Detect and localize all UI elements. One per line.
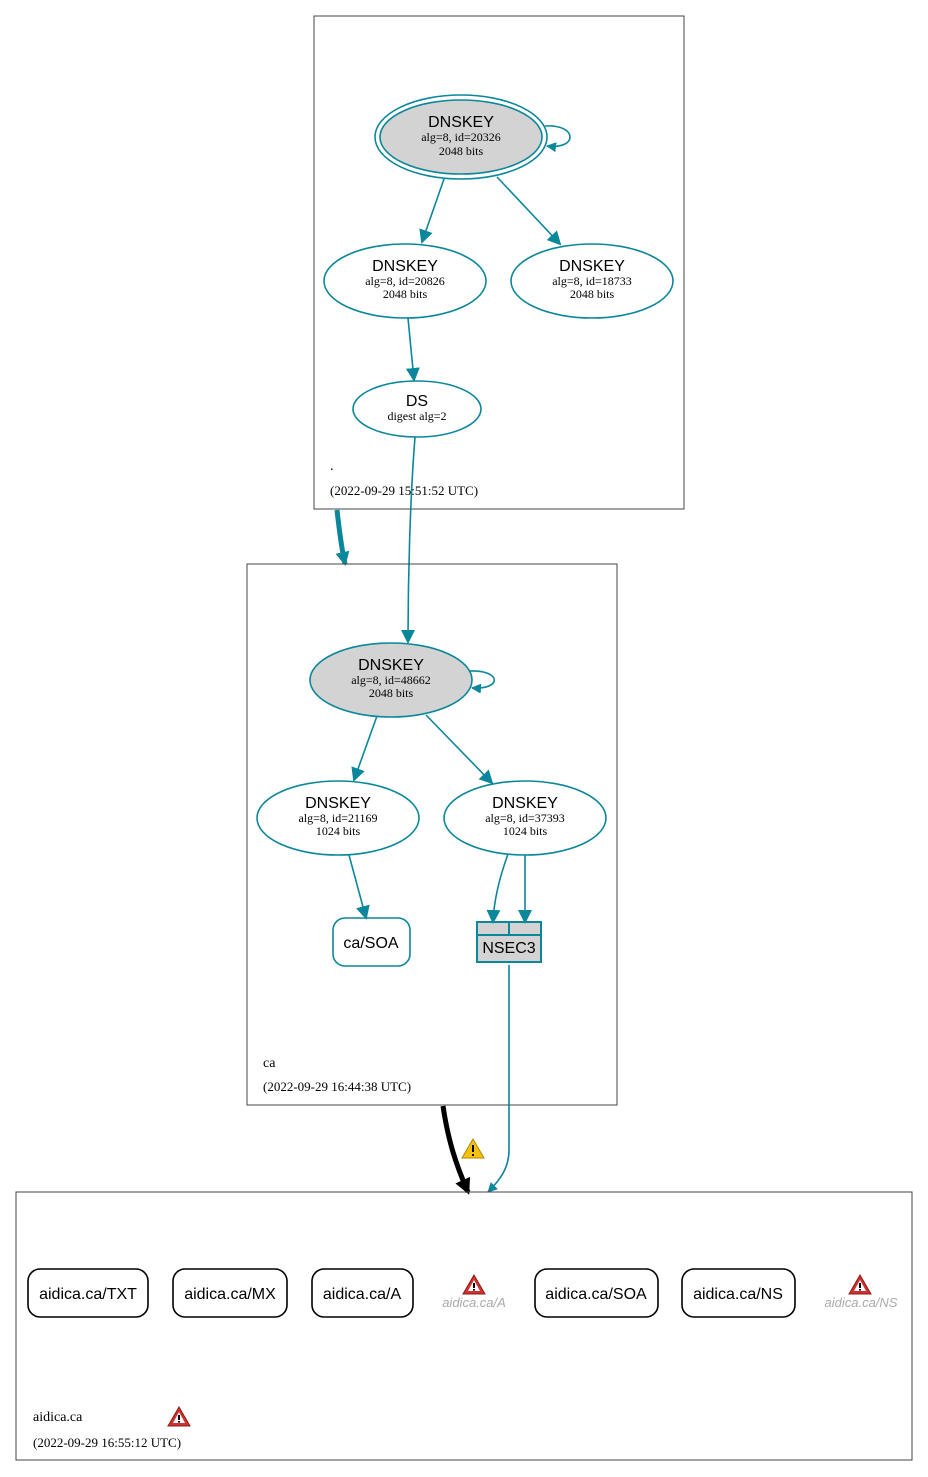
root-zsk1-bits: 2048 bits <box>383 287 428 301</box>
root-ksk-title: DNSKEY <box>428 114 494 131</box>
warning-triangle-red-icon <box>462 1274 486 1295</box>
edge-ca-ksk-to-zsk1 <box>351 715 378 782</box>
ca-soa-label: ca/SOA <box>343 935 398 952</box>
root-ds-digest: digest alg=2 <box>387 409 446 423</box>
edge-ca-zsk2-to-nsec3-a <box>486 853 509 924</box>
aidica-txt-label: aidica.ca/TXT <box>39 1286 137 1303</box>
edge-ds-to-ca-ksk <box>401 436 416 644</box>
zone-aidica-error-icon[interactable] <box>167 1406 191 1427</box>
ca-zsk1-title: DNSKEY <box>305 795 371 812</box>
ca-ksk-title: DNSKEY <box>358 657 424 674</box>
ca-zsk2-alg: alg=8, id=37393 <box>485 811 565 825</box>
root-ds-node[interactable]: DS digest alg=2 <box>352 380 482 438</box>
edge-nsec3-to-aidica <box>487 964 510 1193</box>
ca-ksk-node[interactable]: DNSKEY alg=8, id=48662 2048 bits <box>309 642 473 718</box>
zone-aidica-timestamp: (2022-09-29 16:55:12 UTC) <box>33 1435 181 1450</box>
root-zsk1-node[interactable]: DNSKEY alg=8, id=20826 2048 bits <box>323 243 487 319</box>
root-zsk2-node[interactable]: DNSKEY alg=8, id=18733 2048 bits <box>510 243 674 319</box>
ca-nsec3-node[interactable]: NSEC3 <box>476 921 542 963</box>
aidica-a-record[interactable]: aidica.ca/A <box>311 1268 414 1318</box>
edge-root-zsk1-to-ds <box>405 317 420 382</box>
aidica-soa-label: aidica.ca/SOA <box>545 1286 647 1303</box>
zone-ca-box <box>246 563 618 1106</box>
root-zsk1-title: DNSKEY <box>372 258 438 275</box>
zone-root-name: . <box>330 459 334 474</box>
aidica-ns-ghost-record[interactable]: aidica.ca/NS <box>825 1274 898 1310</box>
aidica-ns-ghost-label: aidica.ca/NS <box>825 1295 898 1310</box>
zone-ca-timestamp: (2022-09-29 16:44:38 UTC) <box>263 1079 411 1094</box>
aidica-mx-label: aidica.ca/MX <box>184 1286 276 1303</box>
zone-aidica-box <box>15 1191 913 1461</box>
zone-root-box <box>313 15 685 510</box>
root-ksk-alg: alg=8, id=20326 <box>421 130 501 144</box>
aidica-mx-record[interactable]: aidica.ca/MX <box>172 1268 288 1318</box>
ca-ksk-alg: alg=8, id=48662 <box>351 673 431 687</box>
ca-nsec3-label: NSEC3 <box>482 940 535 957</box>
aidica-a-ghost-label: aidica.ca/A <box>442 1295 506 1310</box>
ca-zsk1-alg: alg=8, id=21169 <box>298 811 377 825</box>
edge-delegation-ca-to-aidica <box>440 1105 471 1195</box>
edge-root-ksk-to-zsk2 <box>496 176 562 246</box>
edge-root-ksk-to-zsk1 <box>419 178 445 244</box>
ca-zsk1-bits: 1024 bits <box>316 824 361 838</box>
root-zsk2-title: DNSKEY <box>559 258 625 275</box>
root-zsk1-alg: alg=8, id=20826 <box>365 274 445 288</box>
aidica-a-label: aidica.ca/A <box>323 1286 402 1303</box>
edge-ca-zsk1-to-soa <box>348 854 370 920</box>
ca-ksk-bits: 2048 bits <box>369 686 414 700</box>
edge-ca-ksk-to-zsk2 <box>425 714 494 785</box>
root-zsk2-alg: alg=8, id=18733 <box>552 274 632 288</box>
root-ds-title: DS <box>406 393 428 410</box>
ca-zsk2-bits: 1024 bits <box>503 824 548 838</box>
edge-delegation-root-to-ca <box>334 509 350 566</box>
root-ksk-node[interactable]: DNSKEY alg=8, id=20326 2048 bits <box>374 94 548 180</box>
aidica-soa-record[interactable]: aidica.ca/SOA <box>534 1268 659 1318</box>
aidica-ns-label: aidica.ca/NS <box>693 1286 783 1303</box>
zone-root-timestamp: (2022-09-29 15:51:52 UTC) <box>330 483 478 498</box>
aidica-ns-record[interactable]: aidica.ca/NS <box>681 1268 796 1318</box>
warning-triangle-red-icon <box>848 1274 872 1295</box>
warning-triangle-yellow-icon[interactable] <box>461 1138 485 1159</box>
ca-zsk2-title: DNSKEY <box>492 795 558 812</box>
ca-ksk-self-edge <box>469 670 496 694</box>
zone-ca-name: ca <box>263 1056 276 1071</box>
ca-soa-node[interactable]: ca/SOA <box>332 917 411 967</box>
root-ksk-self-edge <box>544 125 571 153</box>
root-zsk2-bits: 2048 bits <box>570 287 615 301</box>
zone-aidica-name: aidica.ca <box>33 1410 83 1425</box>
aidica-a-ghost-record[interactable]: aidica.ca/A <box>442 1274 506 1310</box>
ca-zsk1-node[interactable]: DNSKEY alg=8, id=21169 1024 bits <box>256 780 420 856</box>
aidica-txt-record[interactable]: aidica.ca/TXT <box>27 1268 149 1318</box>
root-ksk-bits: 2048 bits <box>439 144 484 158</box>
ca-zsk2-node[interactable]: DNSKEY alg=8, id=37393 1024 bits <box>443 780 607 856</box>
